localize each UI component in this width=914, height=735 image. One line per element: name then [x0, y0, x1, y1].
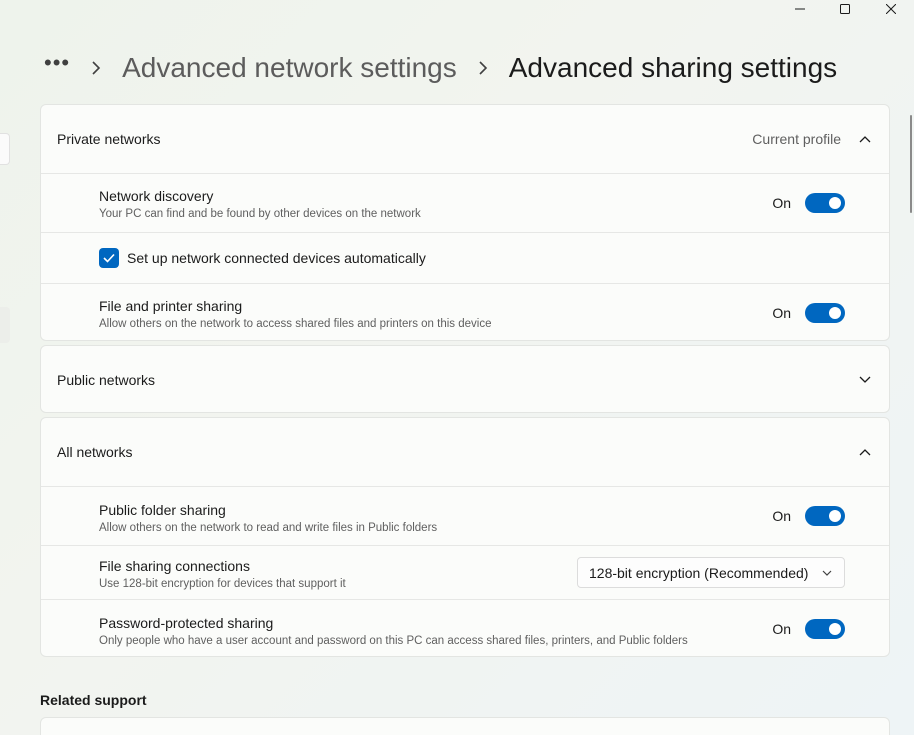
encryption-dropdown[interactable]: 128-bit encryption (Recommended)	[577, 557, 845, 588]
auto-setup-row: Set up network connected devices automat…	[41, 232, 889, 283]
chevron-up-icon	[857, 444, 873, 460]
all-networks-title: All networks	[57, 444, 133, 460]
checkmark-icon	[103, 253, 115, 263]
all-networks-card: All networks Public folder sharing Allow…	[40, 417, 890, 657]
private-networks-card: Private networks Current profile Network…	[40, 104, 890, 341]
minimize-button[interactable]	[777, 0, 823, 18]
file-sharing-connections-title: File sharing connections	[99, 558, 250, 574]
auto-setup-label[interactable]: Set up network connected devices automat…	[127, 250, 426, 266]
chevron-up-icon	[857, 131, 873, 147]
file-sharing-connections-row: File sharing connections Use 128-bit enc…	[41, 545, 889, 599]
password-protected-sharing-desc: Only people who have a user account and …	[99, 635, 688, 647]
file-printer-sharing-toggle[interactable]	[805, 303, 845, 323]
network-discovery-row: Network discovery Your PC can find and b…	[41, 173, 889, 232]
all-networks-header[interactable]: All networks	[41, 418, 889, 486]
file-printer-sharing-state: On	[772, 305, 791, 321]
encryption-dropdown-value: 128-bit encryption (Recommended)	[589, 564, 809, 581]
chevron-down-icon	[857, 372, 873, 388]
breadcrumb-overflow-button[interactable]: •••	[44, 50, 71, 75]
file-sharing-connections-desc: Use 128-bit encryption for devices that …	[99, 578, 346, 590]
public-folder-sharing-state: On	[772, 508, 791, 524]
page-title: Advanced sharing settings	[508, 52, 838, 83]
breadcrumb-advanced-network-settings[interactable]: Advanced network settings	[122, 52, 457, 83]
scrollbar-thumb[interactable]	[910, 115, 912, 213]
file-printer-sharing-row: File and printer sharing Allow others on…	[41, 283, 889, 340]
password-protected-sharing-state: On	[772, 621, 791, 637]
breadcrumb: ••• Advanced network settings Advanced s…	[44, 46, 837, 90]
related-support-card[interactable]	[40, 717, 890, 735]
public-networks-header[interactable]: Public networks	[41, 346, 889, 412]
network-discovery-state: On	[772, 195, 791, 211]
chevron-right-icon	[470, 46, 496, 90]
network-discovery-title: Network discovery	[99, 188, 214, 204]
current-profile-label: Current profile	[752, 131, 841, 147]
public-networks-card: Public networks	[40, 345, 890, 413]
minimize-icon	[795, 8, 805, 10]
maximize-icon	[840, 4, 850, 14]
private-networks-header[interactable]: Private networks Current profile	[41, 105, 889, 173]
close-icon	[886, 4, 896, 14]
public-folder-sharing-toggle[interactable]	[805, 506, 845, 526]
public-networks-title: Public networks	[57, 372, 156, 388]
network-discovery-toggle[interactable]	[805, 193, 845, 213]
sidebar-selected-item[interactable]	[0, 307, 10, 343]
maximize-button[interactable]	[822, 0, 868, 18]
private-networks-title: Private networks	[57, 131, 161, 147]
password-protected-sharing-toggle[interactable]	[805, 619, 845, 639]
related-support-heading: Related support	[40, 692, 147, 708]
public-folder-sharing-desc: Allow others on the network to read and …	[99, 522, 438, 534]
public-folder-sharing-title: Public folder sharing	[99, 502, 226, 518]
file-printer-sharing-desc: Allow others on the network to access sh…	[99, 318, 492, 330]
close-button[interactable]	[868, 0, 914, 18]
public-folder-sharing-row: Public folder sharing Allow others on th…	[41, 486, 889, 545]
auto-setup-checkbox[interactable]	[99, 248, 119, 268]
file-printer-sharing-title: File and printer sharing	[99, 298, 243, 314]
password-protected-sharing-row: Password-protected sharing Only people w…	[41, 599, 889, 656]
chevron-right-icon	[83, 46, 109, 90]
sidebar-search-box[interactable]	[0, 133, 10, 165]
network-discovery-desc: Your PC can find and be found by other d…	[99, 208, 421, 220]
password-protected-sharing-title: Password-protected sharing	[99, 615, 274, 631]
chevron-down-icon	[822, 566, 832, 583]
